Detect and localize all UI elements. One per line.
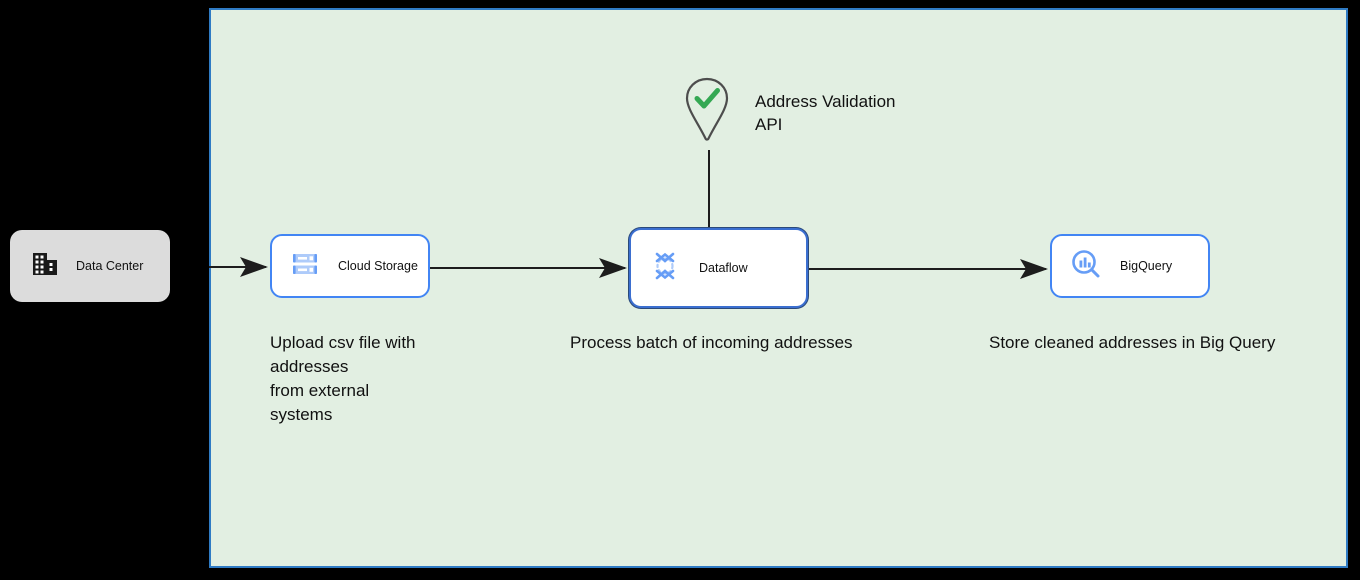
node-data-center[interactable]: Data Center bbox=[10, 230, 170, 302]
node-bigquery[interactable]: BigQuery bbox=[1050, 234, 1210, 298]
building-icon bbox=[30, 249, 60, 284]
caption-bigquery: Store cleaned addresses in Big Query bbox=[989, 333, 1276, 352]
node-label-cloud-storage: Cloud Storage bbox=[338, 259, 418, 273]
node-cloud-storage[interactable]: Cloud Storage bbox=[270, 234, 430, 298]
caption-dataflow: Process batch of incoming addresses bbox=[570, 333, 853, 352]
node-label-dataflow: Dataflow bbox=[699, 261, 748, 275]
node-label-data-center: Data Center bbox=[76, 259, 144, 273]
bigquery-icon bbox=[1070, 248, 1102, 285]
node-dataflow[interactable]: Dataflow bbox=[629, 228, 808, 308]
node-label-bigquery: BigQuery bbox=[1120, 259, 1173, 273]
map-pin-check-icon bbox=[684, 76, 730, 147]
node-label-address-validation-api: Address Validation API bbox=[755, 92, 896, 134]
caption-cloud-storage: Upload csv file with addresses from exte… bbox=[270, 333, 416, 424]
cloud-storage-icon bbox=[290, 249, 320, 284]
dataflow-icon bbox=[649, 250, 681, 287]
node-address-validation-api[interactable]: Address Validation API bbox=[684, 76, 896, 147]
